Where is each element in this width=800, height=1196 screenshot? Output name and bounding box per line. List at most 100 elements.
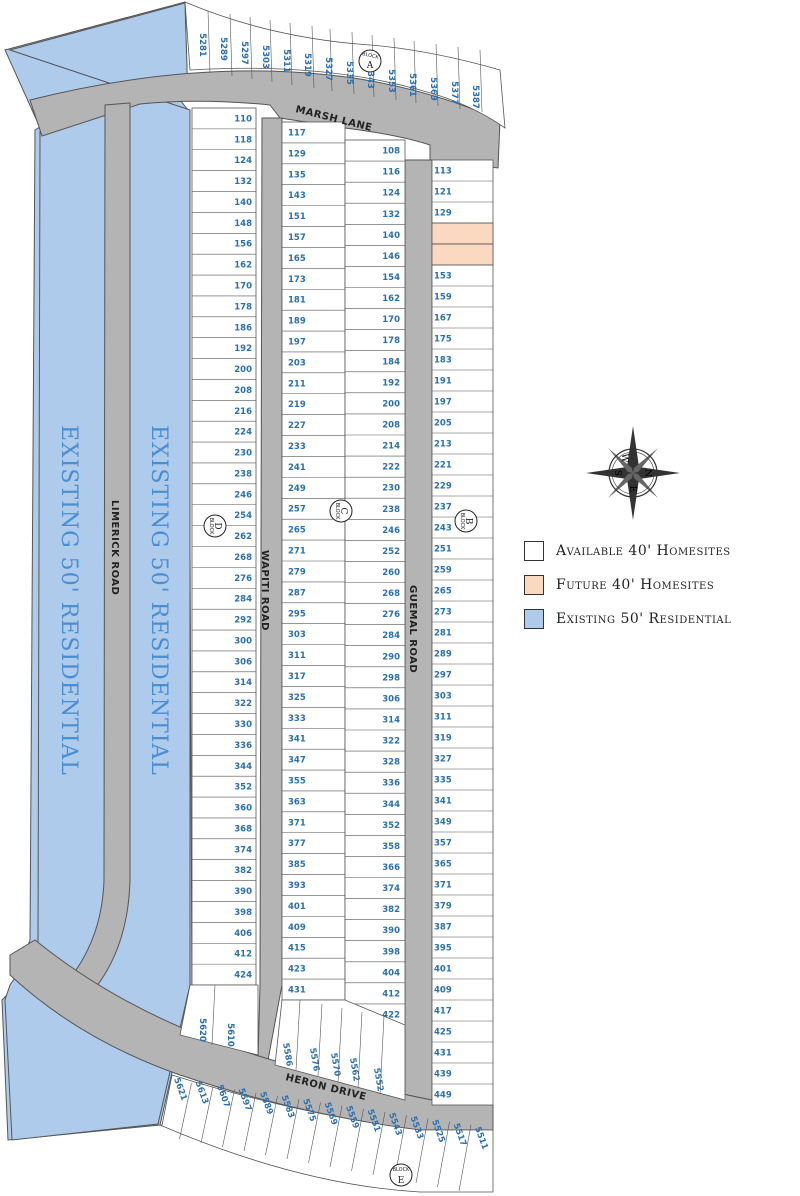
lot-number: 154: [382, 273, 400, 283]
lot-number: 135: [288, 170, 306, 180]
swatch-available: [524, 541, 544, 561]
lot-number: 360: [234, 804, 252, 814]
lot-number: 183: [434, 356, 452, 366]
lot-number: 241: [288, 463, 306, 473]
lot-number: 439: [434, 1070, 452, 1080]
block-c-marker: BLOCK C: [329, 499, 353, 523]
guemal-road-label: GUEMAL ROAD: [407, 585, 418, 673]
lot-number: 113: [434, 167, 452, 177]
lot-number: 265: [434, 587, 452, 597]
lot-number: 431: [434, 1049, 452, 1059]
lot-number: 385: [288, 860, 306, 870]
lot-number: 344: [234, 762, 252, 772]
lot-number: 259: [434, 566, 452, 576]
future-lot: [431, 222, 494, 245]
lot-number: 213: [434, 440, 452, 450]
lot-number: 219: [288, 400, 306, 410]
lot-number: 333: [288, 714, 306, 724]
lot-number: 224: [234, 428, 252, 438]
lot-number: 368: [234, 824, 252, 834]
lot-number: 268: [382, 589, 400, 599]
lot-number: 303: [434, 692, 452, 702]
lot-number: 249: [288, 484, 306, 494]
lot-number: 238: [234, 469, 252, 479]
lot-number: 5297: [239, 41, 249, 65]
lot-number: 162: [382, 294, 400, 304]
lot-number: 221: [434, 461, 452, 471]
lot-number: 124: [234, 156, 252, 166]
lot-number: 5353: [386, 69, 396, 93]
lot-number: 365: [434, 860, 452, 870]
lot-number: 117: [288, 128, 306, 138]
lot-number: 412: [234, 950, 252, 960]
lot-number: 5319: [302, 53, 312, 77]
lot-number: 424: [234, 971, 252, 981]
lot-number: 401: [288, 902, 306, 912]
lot-number: 229: [434, 482, 452, 492]
lot-number: 197: [288, 338, 306, 348]
lot-number: 401: [434, 965, 452, 975]
lot-number: 140: [382, 231, 400, 241]
lot-number: 330: [234, 720, 252, 730]
block-d-lots: 1101181241321401481561621701781861922002…: [191, 107, 257, 986]
legend-future-label: Future 40' Homesites: [556, 577, 715, 593]
lot-number: 129: [434, 209, 452, 219]
lot-number: 156: [234, 240, 252, 250]
svg-text:BLOCK: BLOCK: [459, 513, 465, 530]
lot-number: 311: [434, 713, 452, 723]
lot-number: 184: [382, 357, 400, 367]
existing-residential-label-left: EXISTING 50' RESIDENTIAL: [56, 425, 81, 776]
lot-number: 252: [382, 547, 400, 557]
lot-number: 200: [234, 365, 252, 375]
lot-number: 341: [434, 797, 452, 807]
compass-rose-icon: W N S E: [586, 426, 680, 520]
lot-number: 300: [234, 636, 252, 646]
lot-number: 322: [234, 699, 252, 709]
lot-number: 246: [234, 490, 252, 500]
block-a-marker: BLOCK A: [358, 49, 382, 73]
lot-number: 295: [288, 609, 306, 619]
lot-number: 192: [382, 378, 400, 388]
lot-number: 290: [382, 652, 400, 662]
lot-number: 175: [434, 335, 452, 345]
lot-number: 246: [382, 526, 400, 536]
lot-number: 5361: [407, 73, 417, 97]
lot-number: 170: [234, 281, 252, 291]
lot-number: 355: [288, 777, 306, 787]
lot-number: 344: [382, 800, 400, 810]
lot-number: 5327: [323, 57, 333, 81]
lot-number: 284: [234, 595, 252, 605]
svg-text:BLOCK: BLOCK: [334, 503, 340, 520]
future-lot: [431, 243, 494, 266]
lot-number: 165: [288, 254, 306, 264]
svg-text:E: E: [398, 1176, 405, 1186]
lot-number: 317: [288, 672, 306, 682]
lot-number: 336: [234, 741, 252, 751]
lot-number: 287: [288, 588, 306, 598]
lot-number: 303: [288, 630, 306, 640]
lot-number: 262: [234, 532, 252, 542]
lot-number: 108: [382, 147, 400, 157]
lot-number: 374: [382, 884, 400, 894]
lot-number: 251: [434, 545, 452, 555]
legend-existing: Existing 50' Residential: [524, 608, 794, 630]
lot-number: 5620: [197, 1018, 207, 1042]
lot-number: 173: [288, 275, 306, 285]
lot-number: 409: [288, 923, 306, 933]
lot-number: 5335: [344, 61, 354, 85]
lot-number: 191: [434, 377, 452, 387]
lot-number: 110: [234, 114, 252, 124]
lot-number: 203: [288, 358, 306, 368]
compass-n: N: [642, 469, 652, 477]
lot-number: 5343: [365, 65, 375, 89]
lot-number: 5369: [428, 77, 438, 101]
lot-number: 366: [382, 863, 400, 873]
block-c-east-lots: 1081161241321401461541621701781841922002…: [344, 139, 406, 1026]
lot-number: 5281: [197, 33, 207, 57]
svg-text:B: B: [463, 518, 473, 525]
svg-text:C: C: [338, 508, 348, 515]
lot-number: 178: [234, 302, 252, 312]
lot-number: 387: [434, 923, 452, 933]
lot-number: 449: [434, 1091, 452, 1101]
